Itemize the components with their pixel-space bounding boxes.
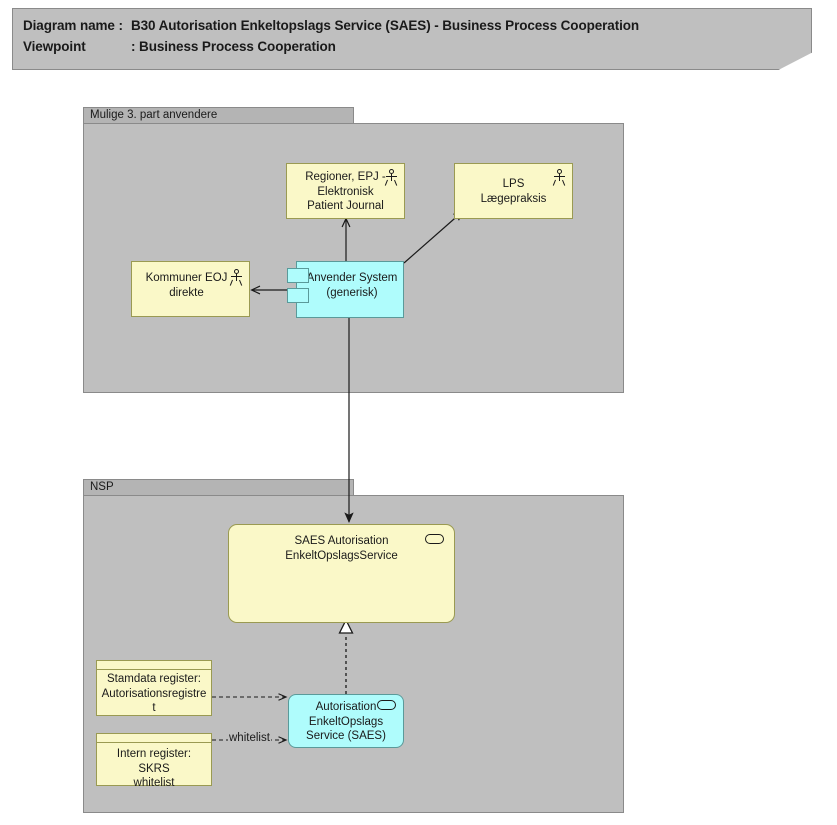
node-intern-register-label: Intern register: SKRS whitelist bbox=[116, 748, 192, 789]
group-third-party[interactable]: Mulige 3. part anvendere bbox=[83, 107, 624, 393]
node-lps-label: LPS Lægepraksis bbox=[480, 178, 547, 205]
node-saes-service-label: SAES Autorisation EnkeltOpslagsService bbox=[285, 535, 398, 562]
edge-anvender-to-lps[interactable] bbox=[403, 210, 464, 264]
node-saes-service[interactable]: SAES Autorisation EnkeltOpslagsService bbox=[228, 524, 455, 623]
node-intern-register[interactable]: Intern register: SKRS whitelist bbox=[96, 733, 212, 789]
node-regioner-epj-label: Regioner, EPJ - Elektronisk Patient Jour… bbox=[305, 171, 386, 212]
component-tab-upper-icon bbox=[287, 268, 309, 283]
group-nsp-label: NSP bbox=[90, 481, 114, 493]
node-kommuner-eoj[interactable]: Kommuner EOJ direkte bbox=[131, 261, 250, 317]
diagram-name-line: Diagram name : B30 Autorisation Enkeltops… bbox=[23, 18, 639, 33]
node-kommuner-eoj-label: Kommuner EOJ direkte bbox=[145, 272, 228, 299]
actor-icon bbox=[384, 169, 398, 187]
actor-icon bbox=[552, 169, 566, 187]
group-third-party-label: Mulige 3. part anvendere bbox=[90, 109, 218, 121]
node-autorisation-saes-label: Autorisation EnkeltOpslags Service (SAES… bbox=[306, 701, 386, 742]
service-icon bbox=[377, 700, 396, 710]
group-nsp-tab: NSP bbox=[83, 479, 354, 496]
service-icon bbox=[425, 534, 444, 544]
node-lps[interactable]: LPS Lægepraksis bbox=[454, 163, 573, 219]
actor-icon bbox=[229, 269, 243, 287]
edge-label-whitelist: whitelist bbox=[228, 732, 271, 744]
group-third-party-tab: Mulige 3. part anvendere bbox=[83, 107, 354, 124]
viewpoint-line: Viewpoint : Business Process Cooperation bbox=[23, 39, 336, 54]
business-object-icon bbox=[97, 742, 211, 743]
node-anvender-system[interactable]: Anvender System (generisk) bbox=[296, 261, 404, 318]
component-tab-lower-icon bbox=[287, 288, 309, 303]
node-stamdata-register[interactable]: Stamdata register: Autorisationsregistre… bbox=[96, 660, 212, 716]
node-stamdata-register-label: Stamdata register: Autorisationsregistre… bbox=[101, 673, 207, 714]
viewpoint-value: : Business Process Cooperation bbox=[131, 39, 336, 54]
diagram-name-value: B30 Autorisation Enkeltopslags Service (… bbox=[131, 18, 640, 33]
business-object-icon bbox=[97, 669, 211, 670]
node-autorisation-saes[interactable]: Autorisation EnkeltOpslags Service (SAES… bbox=[288, 694, 404, 748]
diagram-name-key: Diagram name : bbox=[23, 18, 123, 33]
node-regioner-epj[interactable]: Regioner, EPJ - Elektronisk Patient Jour… bbox=[286, 163, 405, 219]
node-anvender-system-label: Anvender System (generisk) bbox=[306, 272, 398, 299]
diagram-title-banner: Diagram name : B30 Autorisation Enkeltops… bbox=[12, 8, 812, 70]
viewpoint-key: Viewpoint bbox=[23, 39, 86, 54]
edge-autorisation-realizes-saes[interactable] bbox=[338, 618, 354, 694]
